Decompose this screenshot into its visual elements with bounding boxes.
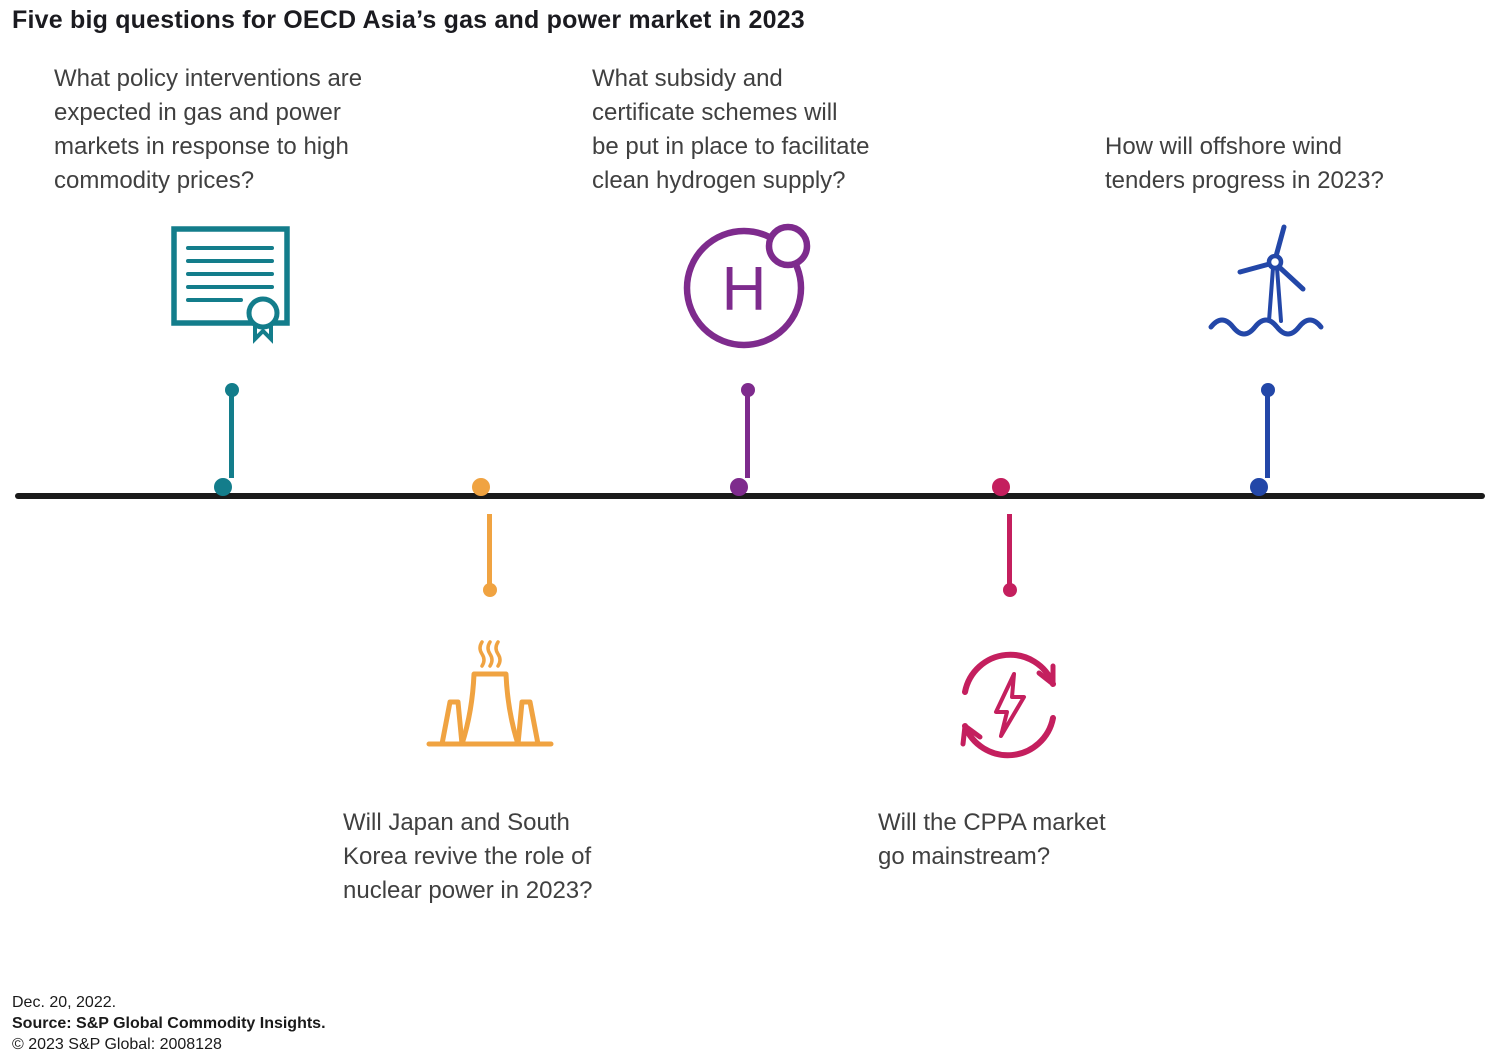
text-line: What policy interventions are — [54, 65, 363, 92]
text-line: nuclear power in 2023? — [343, 877, 593, 904]
hydrogen-letter: H — [722, 255, 767, 324]
connector-dot-nuclear — [483, 583, 497, 597]
text-line: What subsidy and — [592, 65, 783, 92]
page-title: Five big questions for OECD Asia’s gas a… — [12, 6, 805, 34]
hydrogen-icon: H — [683, 223, 811, 349]
certificate-icon — [171, 226, 290, 344]
text-line: go mainstream? — [878, 843, 1051, 870]
question-text-nuclear: Will Japan and South Korea revive the ro… — [343, 806, 593, 908]
connector-stem-nuclear — [487, 514, 492, 584]
text-line: Will Japan and South — [343, 809, 570, 836]
connector-stem-policy — [229, 392, 234, 478]
offshore-wind-turbine-icon — [1208, 224, 1324, 337]
timeline-node-nuclear — [472, 478, 490, 496]
text-line: Will the CPPA market — [878, 809, 1106, 836]
footer: Dec. 20, 2022. Source: S&P Global Commod… — [12, 992, 326, 1055]
connector-stem-wind — [1265, 392, 1270, 478]
text-line: Korea revive the role of — [343, 843, 592, 870]
text-line: expected in gas and power — [54, 99, 341, 126]
connector-dot-policy — [225, 383, 239, 397]
text-line: be put in place to facilitate — [592, 133, 870, 160]
connector-stem-cppa — [1007, 514, 1012, 584]
question-text-cppa: Will the CPPA market go mainstream? — [878, 806, 1106, 874]
text-line: clean hydrogen supply? — [592, 167, 846, 194]
question-text-wind: How will offshore wind tenders progress … — [1105, 130, 1384, 198]
question-text-hydrogen: What subsidy and certificate schemes wil… — [592, 62, 870, 198]
power-cycle-icon — [960, 651, 1056, 759]
timeline-node-cppa — [992, 478, 1010, 496]
text-line: How will offshore wind — [1105, 133, 1342, 160]
timeline-axis — [15, 493, 1485, 499]
text-line: commodity prices? — [54, 167, 255, 194]
footer-date: Dec. 20, 2022. — [12, 994, 117, 1011]
question-text-policy: What policy interventions are expected i… — [54, 62, 362, 198]
footer-source: Source: S&P Global Commodity Insights. — [12, 1015, 326, 1032]
timeline-node-policy — [214, 478, 232, 496]
connector-dot-hydrogen — [741, 383, 755, 397]
connector-stem-hydrogen — [745, 392, 750, 478]
text-line: markets in response to high — [54, 133, 349, 160]
nuclear-plant-icon — [426, 640, 554, 747]
connector-dot-wind — [1261, 383, 1275, 397]
footer-copyright: © 2023 S&P Global: 2008128 — [12, 1036, 222, 1053]
connector-dot-cppa — [1003, 583, 1017, 597]
timeline-node-hydrogen — [730, 478, 748, 496]
text-line: certificate schemes will — [592, 99, 838, 126]
timeline-node-wind — [1250, 478, 1268, 496]
text-line: tenders progress in 2023? — [1105, 167, 1384, 194]
